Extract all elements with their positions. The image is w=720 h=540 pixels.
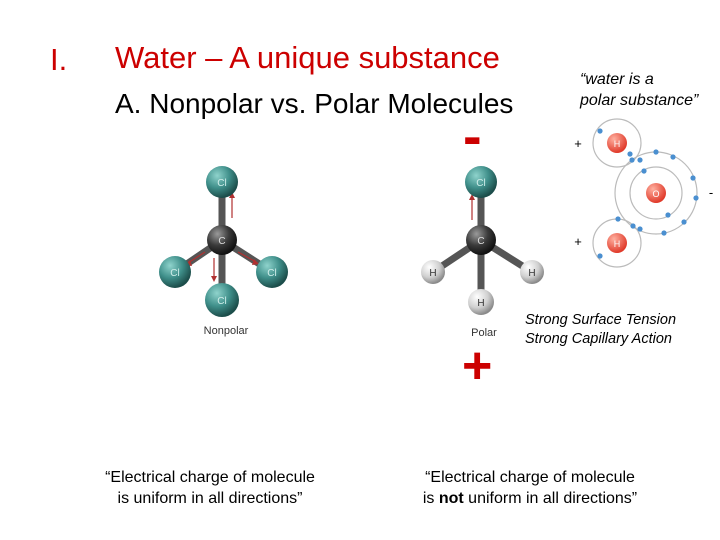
charge-plus-top: +	[574, 136, 582, 151]
nonpolar-caption-line1: “Electrical charge of molecule	[105, 469, 315, 486]
polar-label: Polar	[471, 327, 497, 339]
nonpolar-caption-line2: is uniform in all directions”	[117, 490, 303, 507]
polar-quote-line1: “water is a	[580, 71, 654, 88]
polar-molecule: Cl H H C H Polar	[421, 166, 544, 339]
polar-caption-emphasis: not	[438, 490, 464, 507]
carbon-atom	[207, 225, 237, 255]
water-shell-diagram: H O H + + -	[574, 118, 713, 268]
atom-label: C	[218, 236, 225, 247]
atom-label: Cl	[217, 296, 226, 307]
chlorine-atom	[159, 256, 191, 288]
hydrogen-nucleus	[607, 233, 627, 253]
hydrogen-atom	[468, 289, 494, 315]
page-subtitle: A. Nonpolar vs. Polar Molecules	[115, 88, 514, 119]
nonpolar-molecule: Cl Cl Cl C Cl Nonpolar	[159, 166, 288, 337]
nonpolar-label: Nonpolar	[204, 325, 249, 337]
oxygen-nucleus	[646, 183, 666, 203]
electrons	[597, 128, 699, 259]
atom-label: Cl	[267, 268, 276, 279]
page-title: Water – A unique substance	[115, 40, 500, 75]
atom-label: H	[477, 298, 484, 309]
atom-label: H	[614, 239, 621, 249]
positive-sign: +	[462, 337, 493, 395]
polar-caption-suffix: uniform in all directions”	[463, 490, 638, 507]
polar-caption-prefix: is	[422, 490, 439, 507]
carbon-atom	[466, 225, 496, 255]
atom-label: H	[528, 268, 535, 279]
polar-caption-line1: “Electrical charge of molecule	[425, 469, 635, 486]
atom-label: Cl	[170, 268, 179, 279]
polar-quote-line2: polar substance”	[580, 92, 699, 109]
hydrogen-atom	[520, 260, 544, 284]
charge-plus-bottom: +	[574, 234, 582, 249]
atom-label: O	[652, 189, 659, 199]
chlorine-atom	[205, 283, 239, 317]
water-properties: Strong Surface Tension Strong Capillary …	[525, 311, 676, 349]
polar-caption-line2: is not uniform in all directions”	[385, 488, 675, 509]
atom-label: H	[429, 268, 436, 279]
atom-label: Cl	[476, 178, 485, 189]
polar-caption: “Electrical charge of molecule is not un…	[385, 467, 675, 509]
property-surface-tension: Strong Surface Tension	[525, 312, 677, 328]
property-capillary-action: Strong Capillary Action	[525, 331, 672, 347]
chlorine-atom	[256, 256, 288, 288]
polar-quote: “water is a polar substance”	[580, 69, 698, 111]
negative-sign: -	[463, 104, 482, 167]
atom-label: C	[477, 236, 484, 247]
atom-label: H	[614, 139, 621, 149]
hydrogen-nucleus	[607, 133, 627, 153]
atom-label: Cl	[217, 178, 226, 189]
hydrogen-atom	[421, 260, 445, 284]
charge-minus-right: -	[709, 185, 713, 200]
chlorine-atom	[206, 166, 238, 198]
nonpolar-caption: “Electrical charge of molecule is unifor…	[80, 467, 340, 509]
chlorine-atom	[465, 166, 497, 198]
section-numeral: I.	[50, 42, 68, 77]
